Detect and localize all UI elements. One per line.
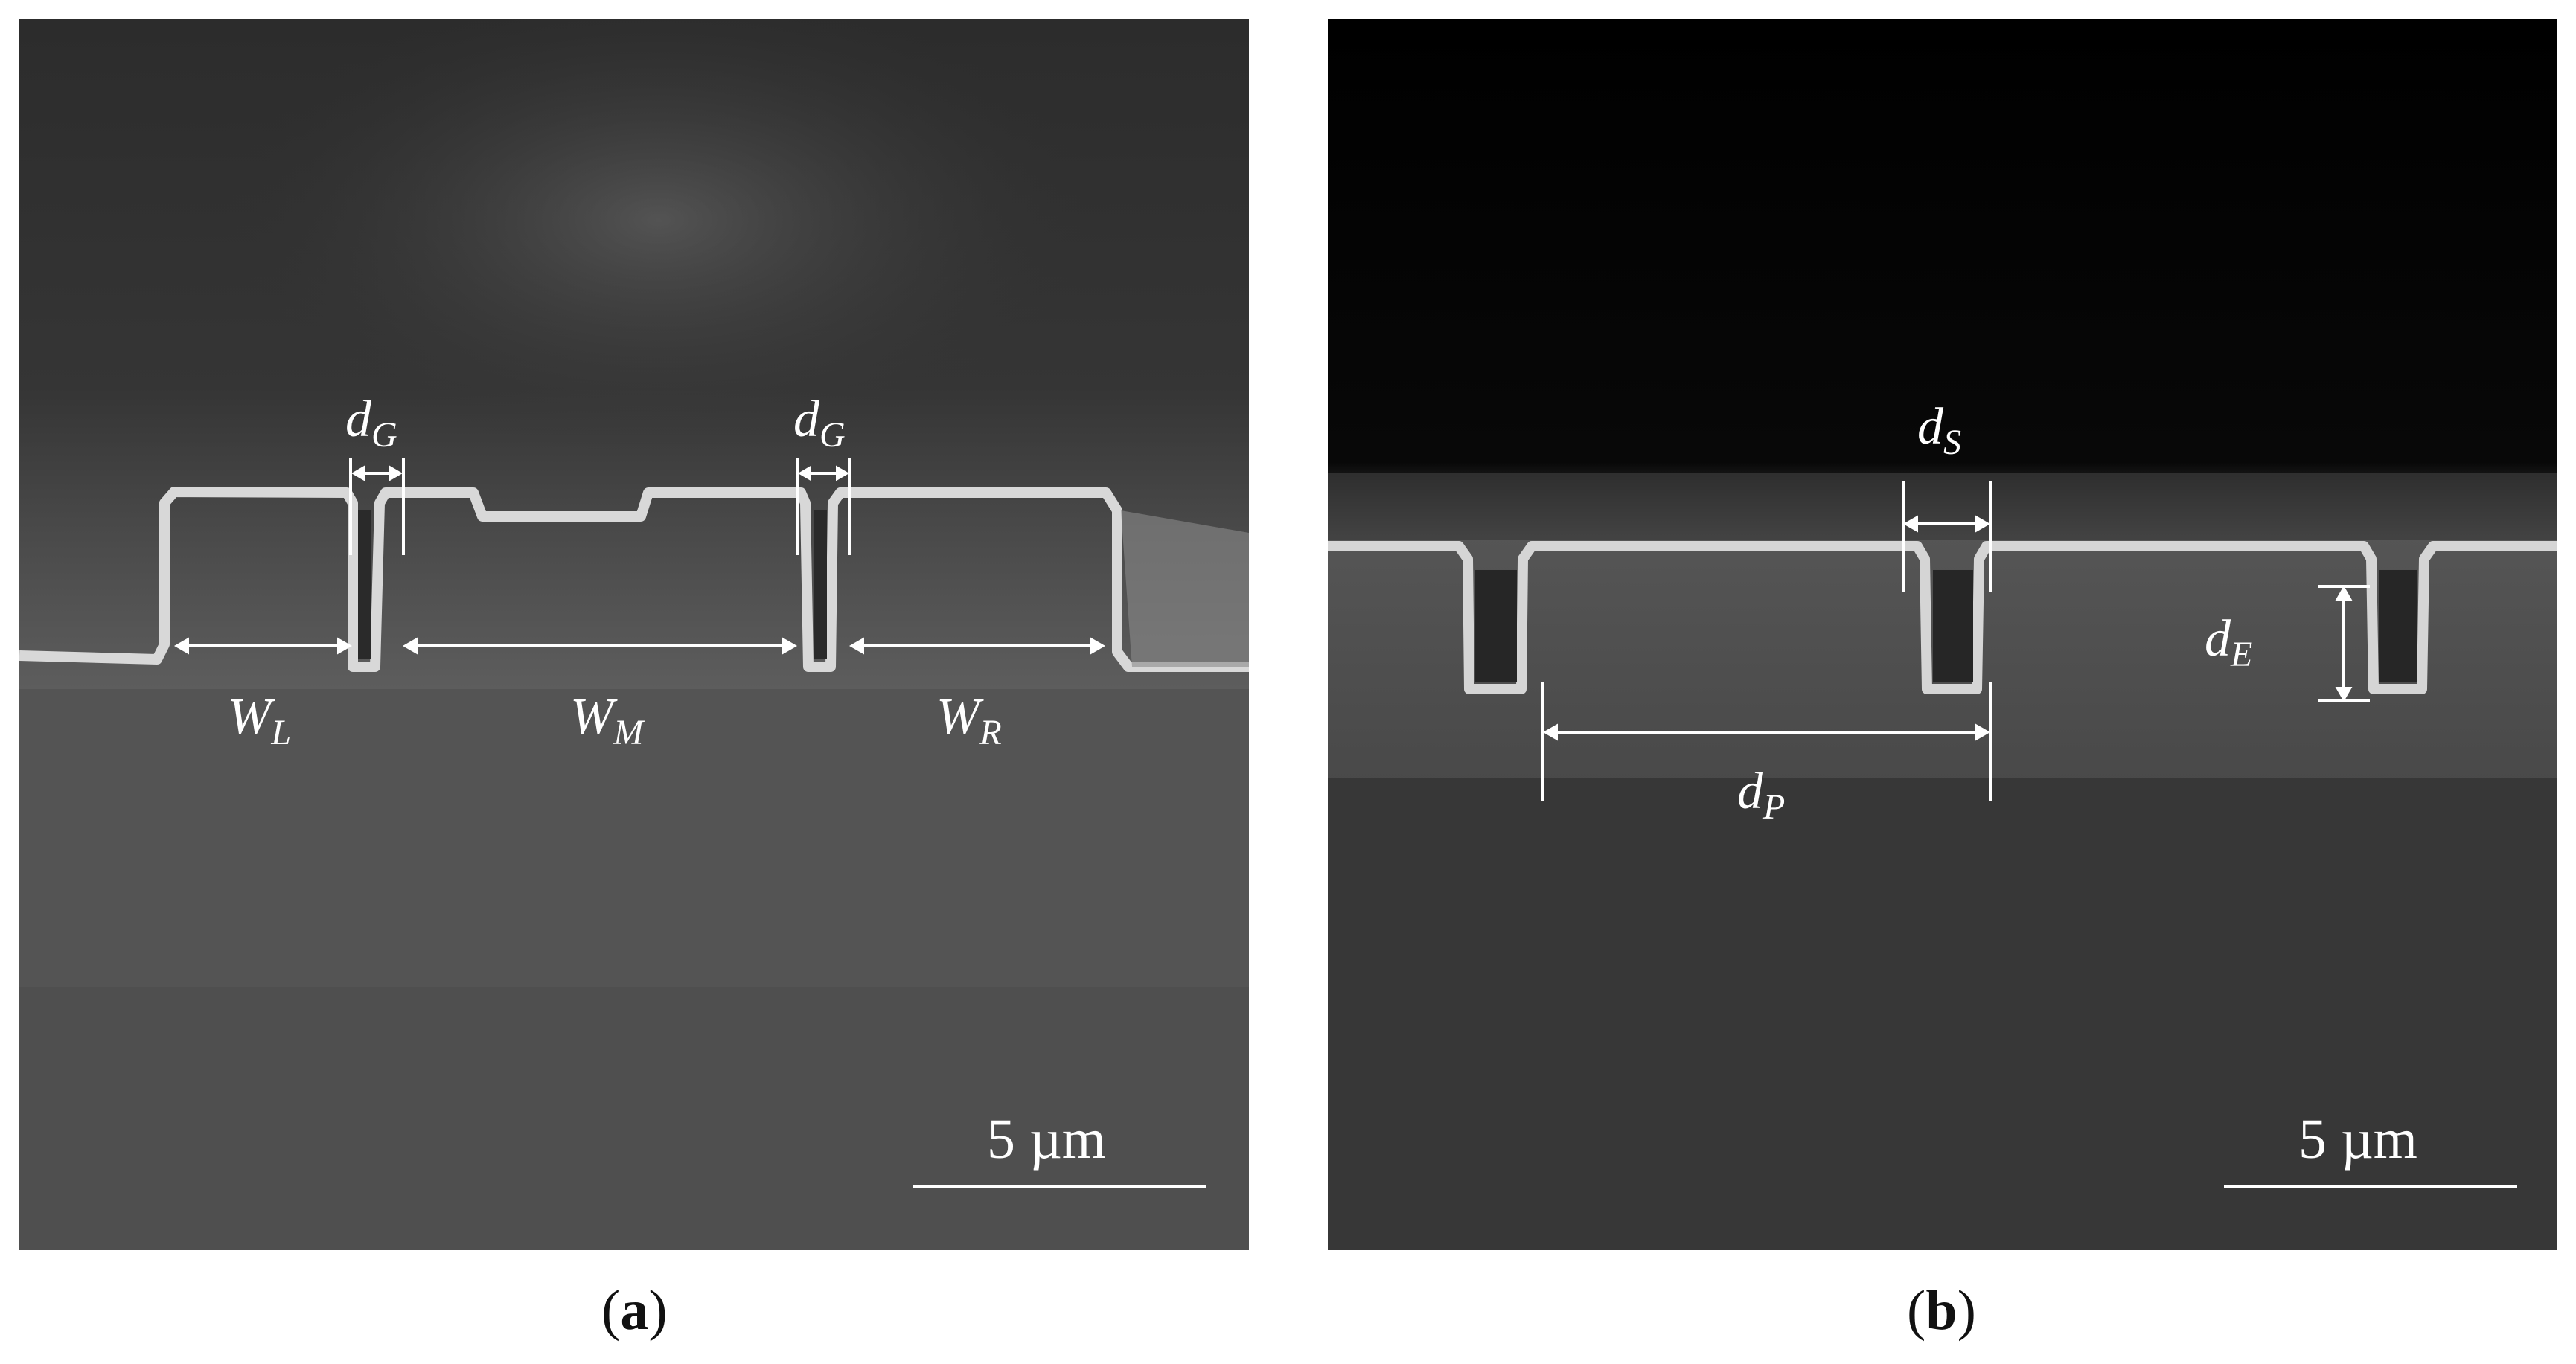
label-dp: dP	[1737, 763, 1785, 827]
label-de: dE	[2205, 610, 2252, 674]
label-dg-left: dG	[345, 391, 397, 455]
sem-panel-b: dS dE dP 5 µm	[1328, 19, 2557, 1250]
annotation-lines-b	[1541, 481, 2517, 1188]
film-profile-a	[19, 487, 1249, 672]
label-dg-right: dG	[793, 391, 846, 455]
sem-image-a: dG dG WL WM WR 5 µm	[19, 19, 1249, 1250]
film-profile-b	[1328, 541, 2557, 694]
caption-a: (a)	[601, 1279, 668, 1342]
scale-bar-label-a: 5 µm	[987, 1108, 1106, 1171]
label-wm: WM	[570, 688, 645, 752]
label-wl: WL	[228, 688, 291, 752]
annotation-lines-a	[173, 458, 1206, 1188]
sem-image-b: dS dE dP 5 µm	[1328, 19, 2557, 1250]
caption-b: (b)	[1907, 1279, 1976, 1342]
label-wr: WR	[936, 688, 1002, 752]
label-ds: dS	[1917, 398, 1961, 462]
scale-bar-label-b: 5 µm	[2298, 1108, 2417, 1171]
sem-panel-a: dG dG WL WM WR 5 µm	[19, 19, 1249, 1250]
